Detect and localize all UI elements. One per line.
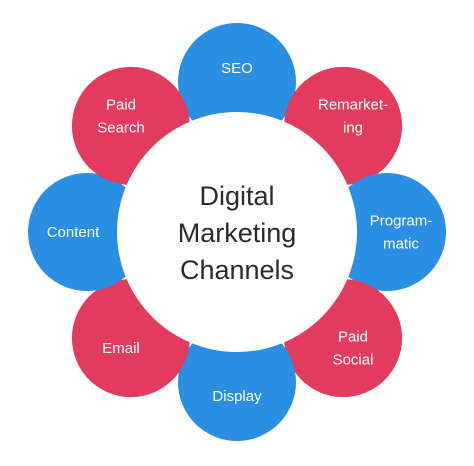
channel-label-line: Search [97,120,145,137]
channel-petal-program-matic [328,173,446,291]
channel-petal-content [28,173,146,291]
channel-label-display: Display [212,388,262,405]
channel-label-line: Remarket- [318,97,388,114]
channel-label-line: Display [212,388,262,405]
center-hub [117,112,357,352]
channel-label-line: Email [102,340,140,357]
channel-label-line: Social [333,352,374,369]
channel-program-matic: Program-matic [328,173,446,291]
channel-seo: SEO [178,23,296,141]
channel-display: Display [178,323,296,441]
channel-label-remarket-ing: Remarket-ing [318,97,388,137]
channel-label-content: Content [47,224,100,241]
channel-label-email: Email [102,340,140,357]
center-title-line: Digital [199,181,274,211]
channel-label-line: Content [47,224,100,241]
channel-petal-seo [178,23,296,141]
channel-petal-display [178,323,296,441]
channel-label-program-matic: Program-matic [370,213,433,253]
channel-label-line: Paid [106,97,136,114]
channel-label-line: ing [343,120,363,137]
channel-label-line: Program- [370,213,433,230]
channel-label-seo: SEO [221,60,253,77]
center-title-line: Marketing [178,218,297,248]
channel-label-line: matic [383,236,419,253]
channel-label-line: Paid [338,329,368,346]
channel-content: Content [28,173,146,291]
channel-label-line: SEO [221,60,253,77]
center-title-line: Channels [180,255,294,285]
